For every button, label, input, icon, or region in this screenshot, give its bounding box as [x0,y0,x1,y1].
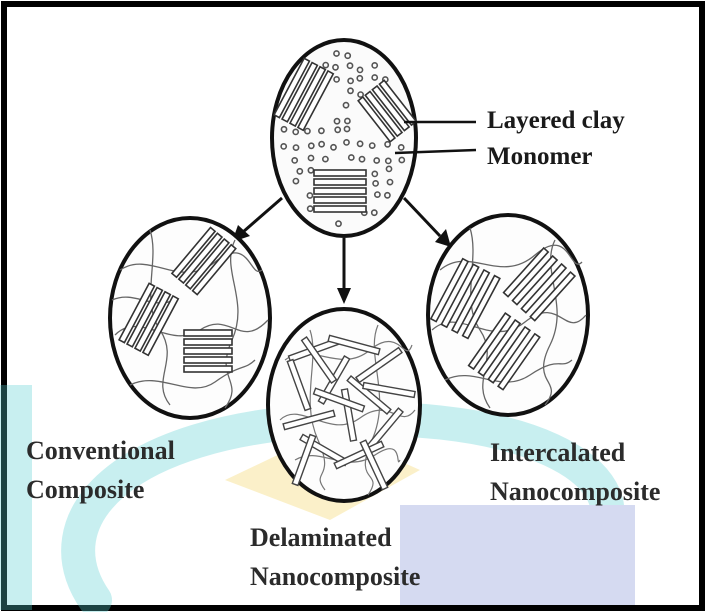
label-conventional-line1: Conventional [26,436,175,465]
label-delaminated-line2: Nanocomposite [250,562,420,591]
label-layered-clay: Layered clay [487,107,625,134]
ellipse-delaminated-nanocomposite [268,309,420,501]
clay-stack-conventional-right [184,330,232,372]
ellipse-clay-monomer [272,40,416,236]
ellipse-intercalated-nanocomposite [428,215,588,415]
label-intercalated-line2: Nanocomposite [490,477,660,506]
label-intercalated-line1: Intercalated [490,438,626,467]
clay-stack-top-bottom [314,170,366,212]
label-delaminated-line1: Delaminated [250,523,392,552]
label-conventional-line2: Composite [26,475,144,504]
ellipse-conventional-composite [110,218,270,418]
label-monomer: Monomer [487,143,593,170]
